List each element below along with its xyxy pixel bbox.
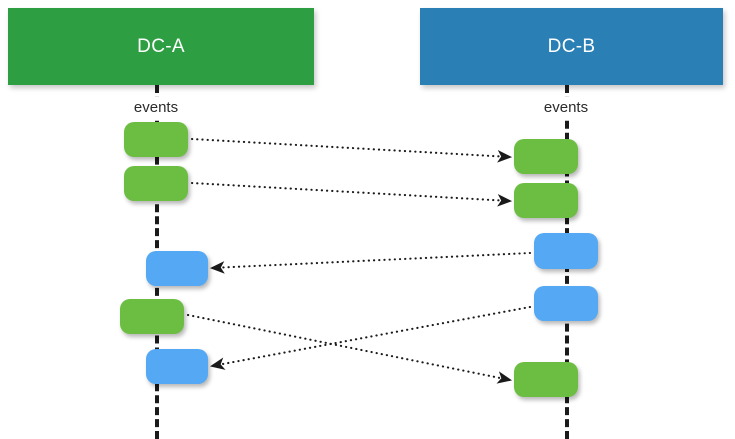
dc-b-header-bar: DC-B <box>420 8 723 85</box>
event-box-a-green-1 <box>124 122 188 157</box>
dc-b-header-label: DC-B <box>547 35 596 57</box>
event-box-a-green-3 <box>120 299 184 334</box>
arrow-a-green-2-to-b-green-2 <box>190 181 513 207</box>
arrow-b-blue-1-to-a-blue-1 <box>209 251 532 274</box>
dc-a-header-bar: DC-A <box>8 8 314 85</box>
event-box-b-blue-2 <box>534 286 598 321</box>
event-box-b-green-1 <box>514 139 578 174</box>
arrow-a-green-1-to-b-green-1 <box>190 137 513 163</box>
event-box-b-green-3 <box>514 362 578 397</box>
event-box-a-green-2 <box>124 166 188 201</box>
event-box-b-blue-1 <box>534 233 598 269</box>
arrow-a-green-3-to-b-green-3 <box>186 313 513 384</box>
dc-a-events-label: events <box>96 97 216 119</box>
event-box-b-green-2 <box>514 183 578 218</box>
event-box-a-blue-2 <box>146 349 208 384</box>
dc-a-header-label: DC-A <box>137 35 185 57</box>
dc-b-events-label: events <box>506 97 626 119</box>
arrow-b-blue-2-to-a-blue-2 <box>209 305 532 370</box>
event-box-a-blue-1 <box>146 251 208 286</box>
